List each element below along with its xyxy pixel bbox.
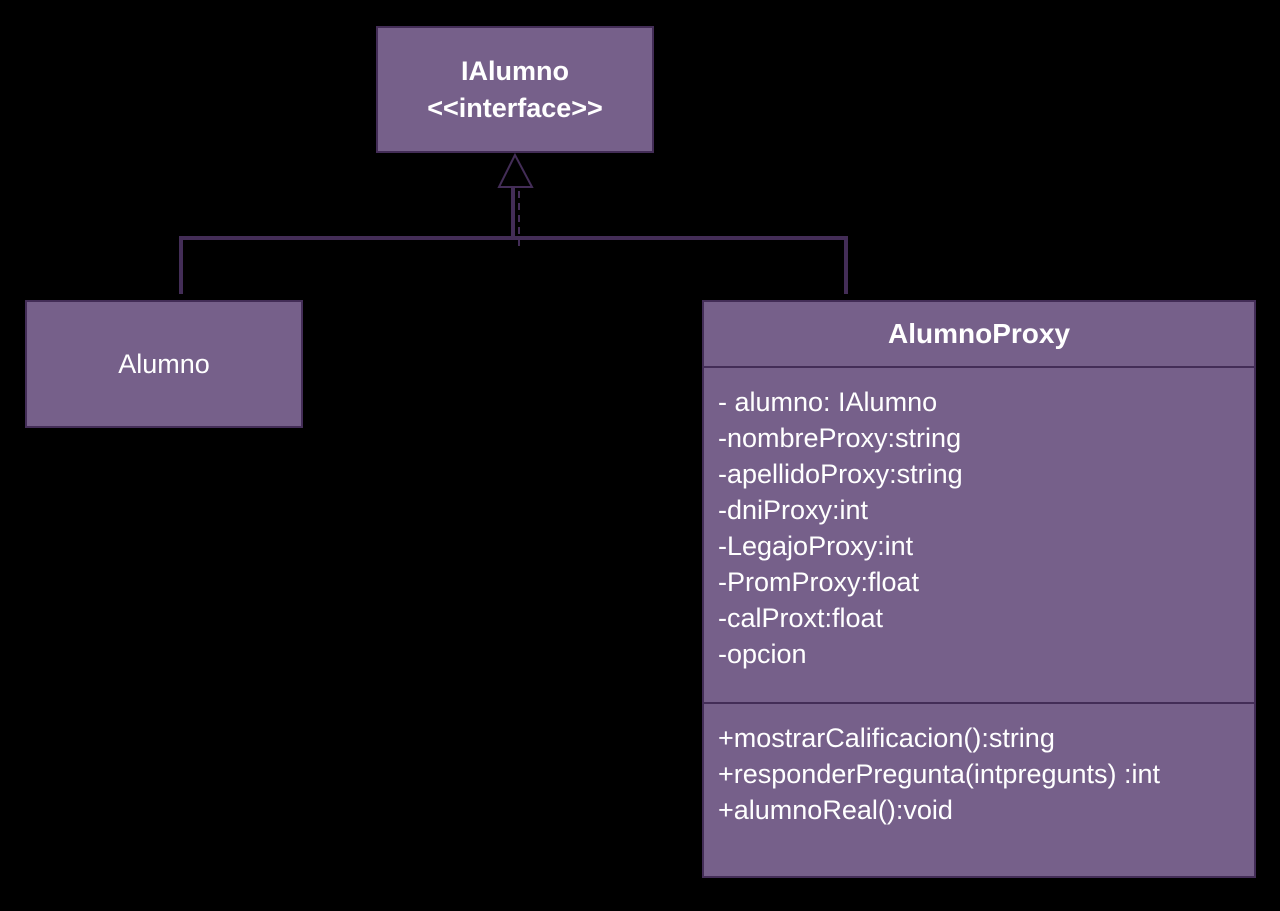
alumno-class-box[interactable]: Alumno bbox=[25, 300, 303, 428]
attribute-item: -PromProxy:float bbox=[718, 567, 920, 597]
attribute-item: -opcion bbox=[718, 639, 807, 669]
method-item: +responderPregunta(intpregunts) :int bbox=[718, 759, 1161, 789]
realization-arrowhead bbox=[497, 152, 534, 188]
alumnoproxy-class-box[interactable]: AlumnoProxy - alumno: IAlumno -nombrePro… bbox=[702, 300, 1256, 878]
alumnoproxy-methods-section: +mostrarCalificacion():string +responder… bbox=[704, 704, 1254, 828]
method-item: +alumnoReal():void bbox=[718, 795, 953, 825]
ialumno-interface-box[interactable]: IAlumno <<interface>> bbox=[376, 26, 654, 153]
alumnoproxy-class-name: AlumnoProxy bbox=[704, 302, 1254, 368]
alumno-class-name: Alumno bbox=[118, 348, 210, 379]
alumnoproxy-attributes-section: - alumno: IAlumno -nombreProxy:string -a… bbox=[704, 368, 1254, 704]
attribute-item: -apellidoProxy:string bbox=[718, 459, 963, 489]
attribute-item: -calProxt:float bbox=[718, 603, 884, 633]
method-item: +mostrarCalificacion():string bbox=[718, 723, 1055, 753]
ialumno-interface-name: IAlumno bbox=[461, 55, 569, 86]
proxy-realization-line bbox=[515, 236, 848, 294]
ialumno-interface-stereotype: <<interface>> bbox=[427, 92, 603, 123]
attribute-item: - alumno: IAlumno bbox=[718, 387, 938, 417]
attribute-item: -LegajoProxy:int bbox=[718, 531, 914, 561]
alumno-realization-line bbox=[179, 236, 515, 294]
attribute-item: -nombreProxy:string bbox=[718, 423, 962, 453]
attribute-item: -dniProxy:int bbox=[718, 495, 869, 525]
